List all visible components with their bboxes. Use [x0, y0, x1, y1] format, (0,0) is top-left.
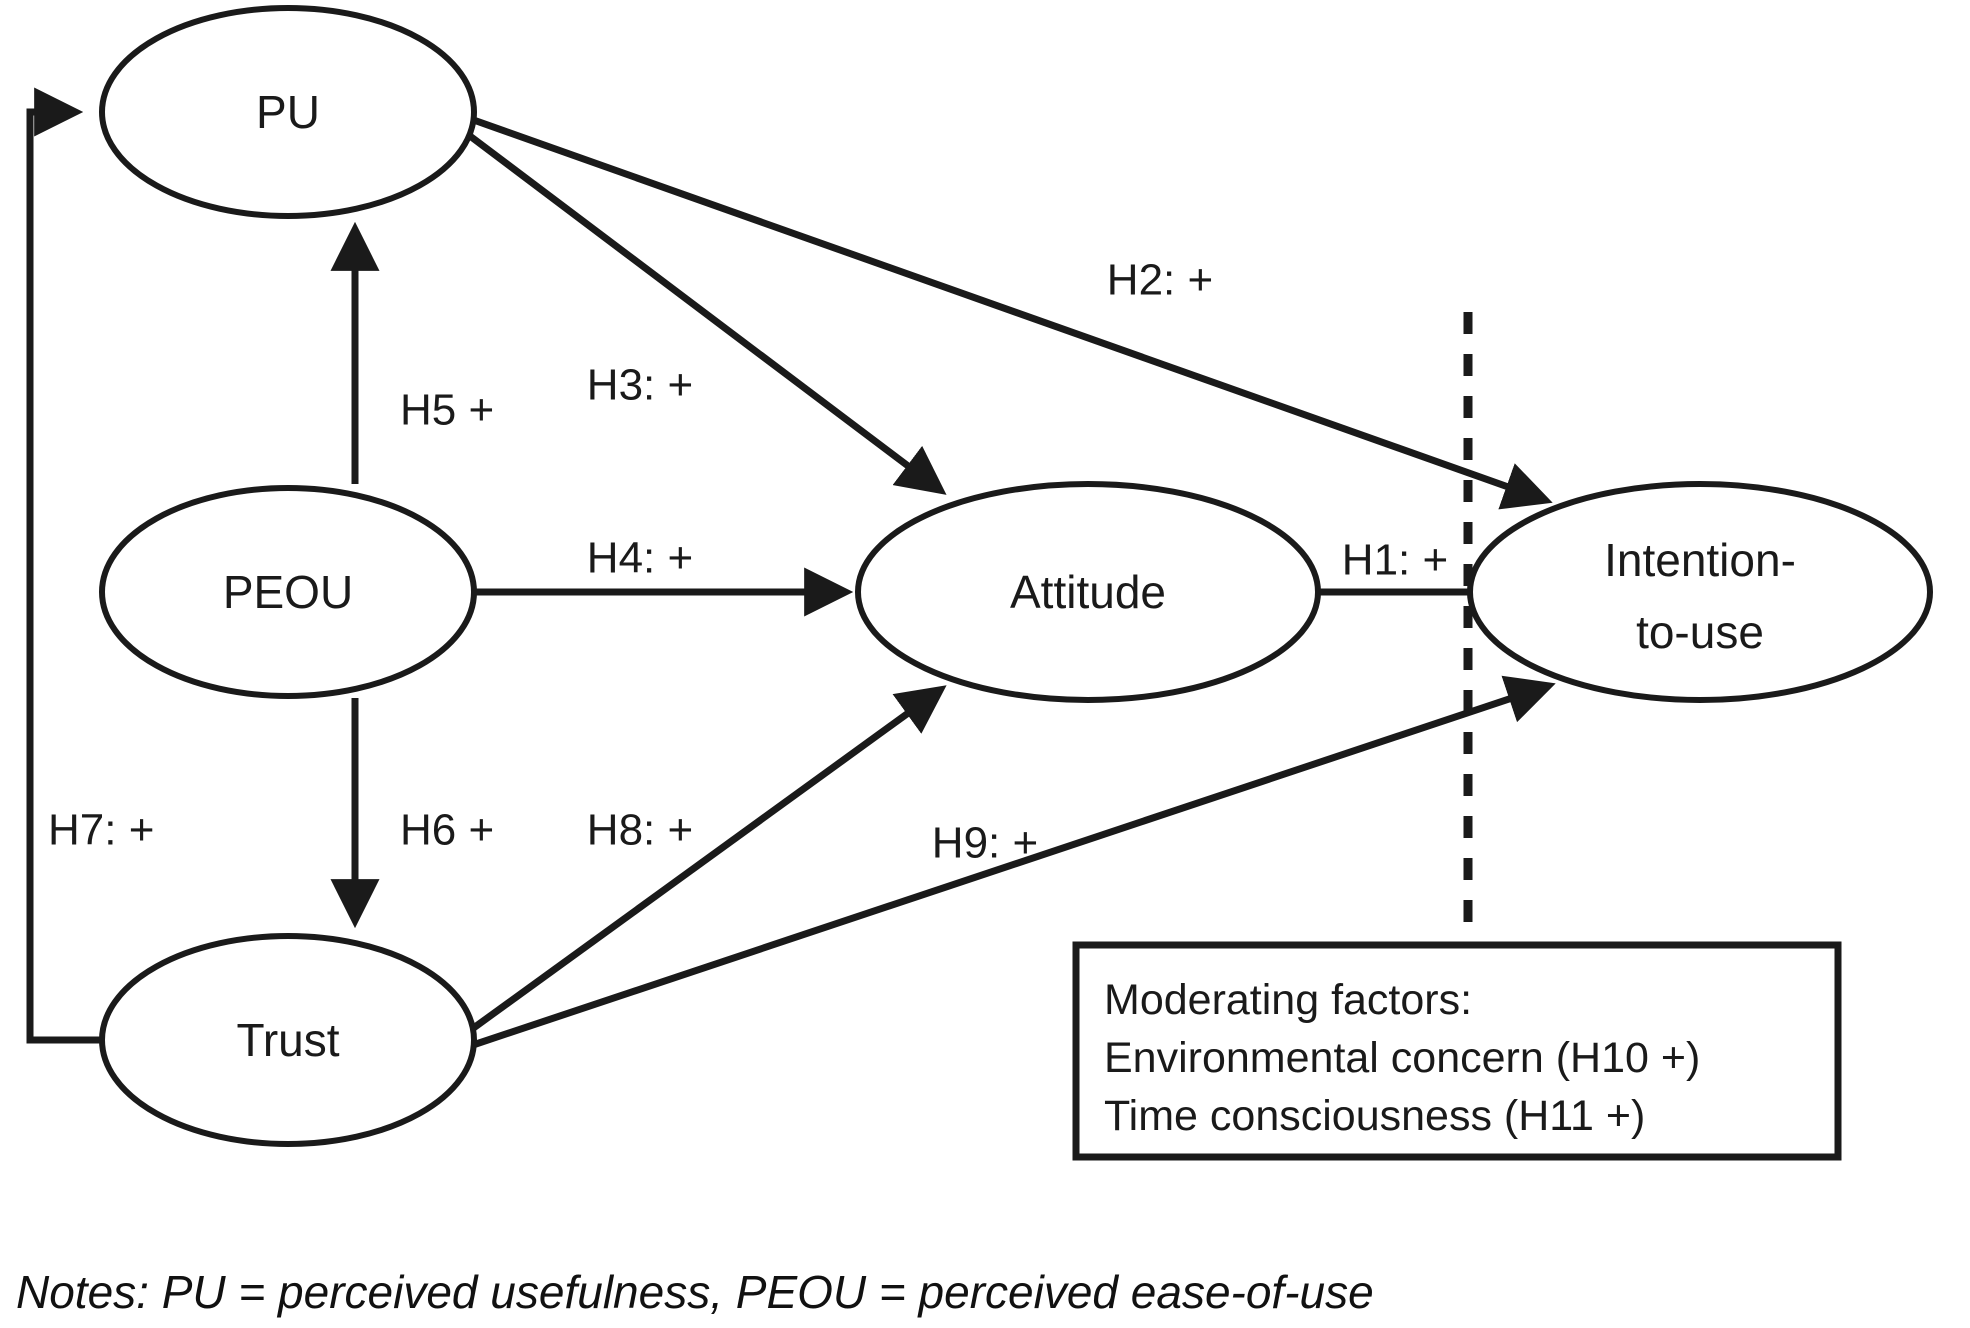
edge-h3-path [459, 127, 947, 495]
edge-label-h7: H7: + [48, 806, 154, 855]
edge-label-h4: H4: + [587, 534, 693, 583]
edge-label-h9: H9: + [932, 819, 1038, 868]
edge-label-h5: H5 + [400, 386, 494, 435]
node-peou[interactable] [99, 485, 477, 699]
moderating-factors-line-3: Time consciousness (H11 +) [1104, 1092, 1645, 1140]
node-trust-label: Trust [236, 1014, 339, 1066]
figure-notes: Notes: PU = perceived usefulness, PEOU =… [16, 1266, 1374, 1318]
edge-label-h6: H6 + [400, 806, 494, 855]
moderating-factors-line-1: Moderating factors: [1104, 976, 1472, 1024]
node-intention-to-use[interactable] [1467, 481, 1933, 703]
edge-h8-path [465, 685, 947, 1035]
edge-label-h2: H2: + [1107, 256, 1213, 305]
edge-h7-path [26, 87, 102, 1044]
moderating-factors-box [1072, 941, 1842, 1161]
node-attitude[interactable] [855, 481, 1321, 703]
node-peou-label: PEOU [223, 566, 353, 618]
edge-label-h1: H1: + [1342, 536, 1448, 585]
node-intention-to-use-label-line1: Intention- [1604, 534, 1796, 586]
node-pu-label: PU [256, 86, 320, 138]
edge-label-h8: H8: + [587, 806, 693, 855]
edge-h9-path [468, 675, 1556, 1050]
node-intention-to-use-label-line2: to-use [1636, 606, 1764, 658]
edge-label-h3: H3: + [587, 361, 693, 410]
edge-h2-path [466, 114, 1553, 510]
node-attitude-label: Attitude [1010, 566, 1166, 618]
node-trust[interactable] [99, 933, 477, 1147]
node-pu[interactable] [99, 5, 477, 219]
moderating-factors-line-2: Environmental concern (H10 +) [1104, 1034, 1700, 1082]
